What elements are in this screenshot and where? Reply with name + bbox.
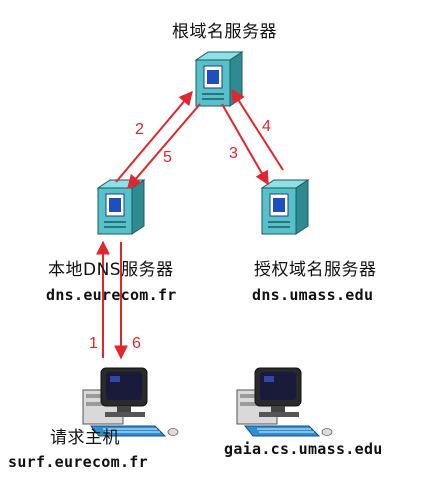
requester-label: 请求主机 xyxy=(50,428,120,448)
root-server-icon xyxy=(195,51,243,107)
target-host: gaia.cs.umass.edu xyxy=(224,440,383,458)
step-label-5: 5 xyxy=(163,149,172,166)
step-label-3: 3 xyxy=(229,145,238,162)
arrow-step-2 xyxy=(115,90,193,183)
step-label-4: 4 xyxy=(262,118,271,135)
requester-workstation-icon xyxy=(82,367,179,437)
step-label-1: 1 xyxy=(89,335,98,352)
auth-dns-host: dns.umass.edu xyxy=(252,286,374,304)
step-label-6: 6 xyxy=(132,335,141,352)
auth-dns-server-icon xyxy=(261,179,309,235)
local-dns-server-icon xyxy=(97,179,145,235)
arrow-step-5 xyxy=(127,103,201,190)
root-server-label: 根域名服务器 xyxy=(172,22,277,42)
auth-dns-label: 授权域名服务器 xyxy=(254,260,377,280)
local-dns-label: 本地DNS服务器 xyxy=(48,260,174,280)
arrow-step-4 xyxy=(231,88,284,171)
local-dns-host: dns.eurecom.fr xyxy=(46,286,177,304)
arrow-step-3 xyxy=(221,103,269,186)
target-host-workstation-icon xyxy=(236,367,333,437)
requester-host: surf.eurecom.fr xyxy=(8,453,148,471)
step-label-2: 2 xyxy=(135,121,144,138)
